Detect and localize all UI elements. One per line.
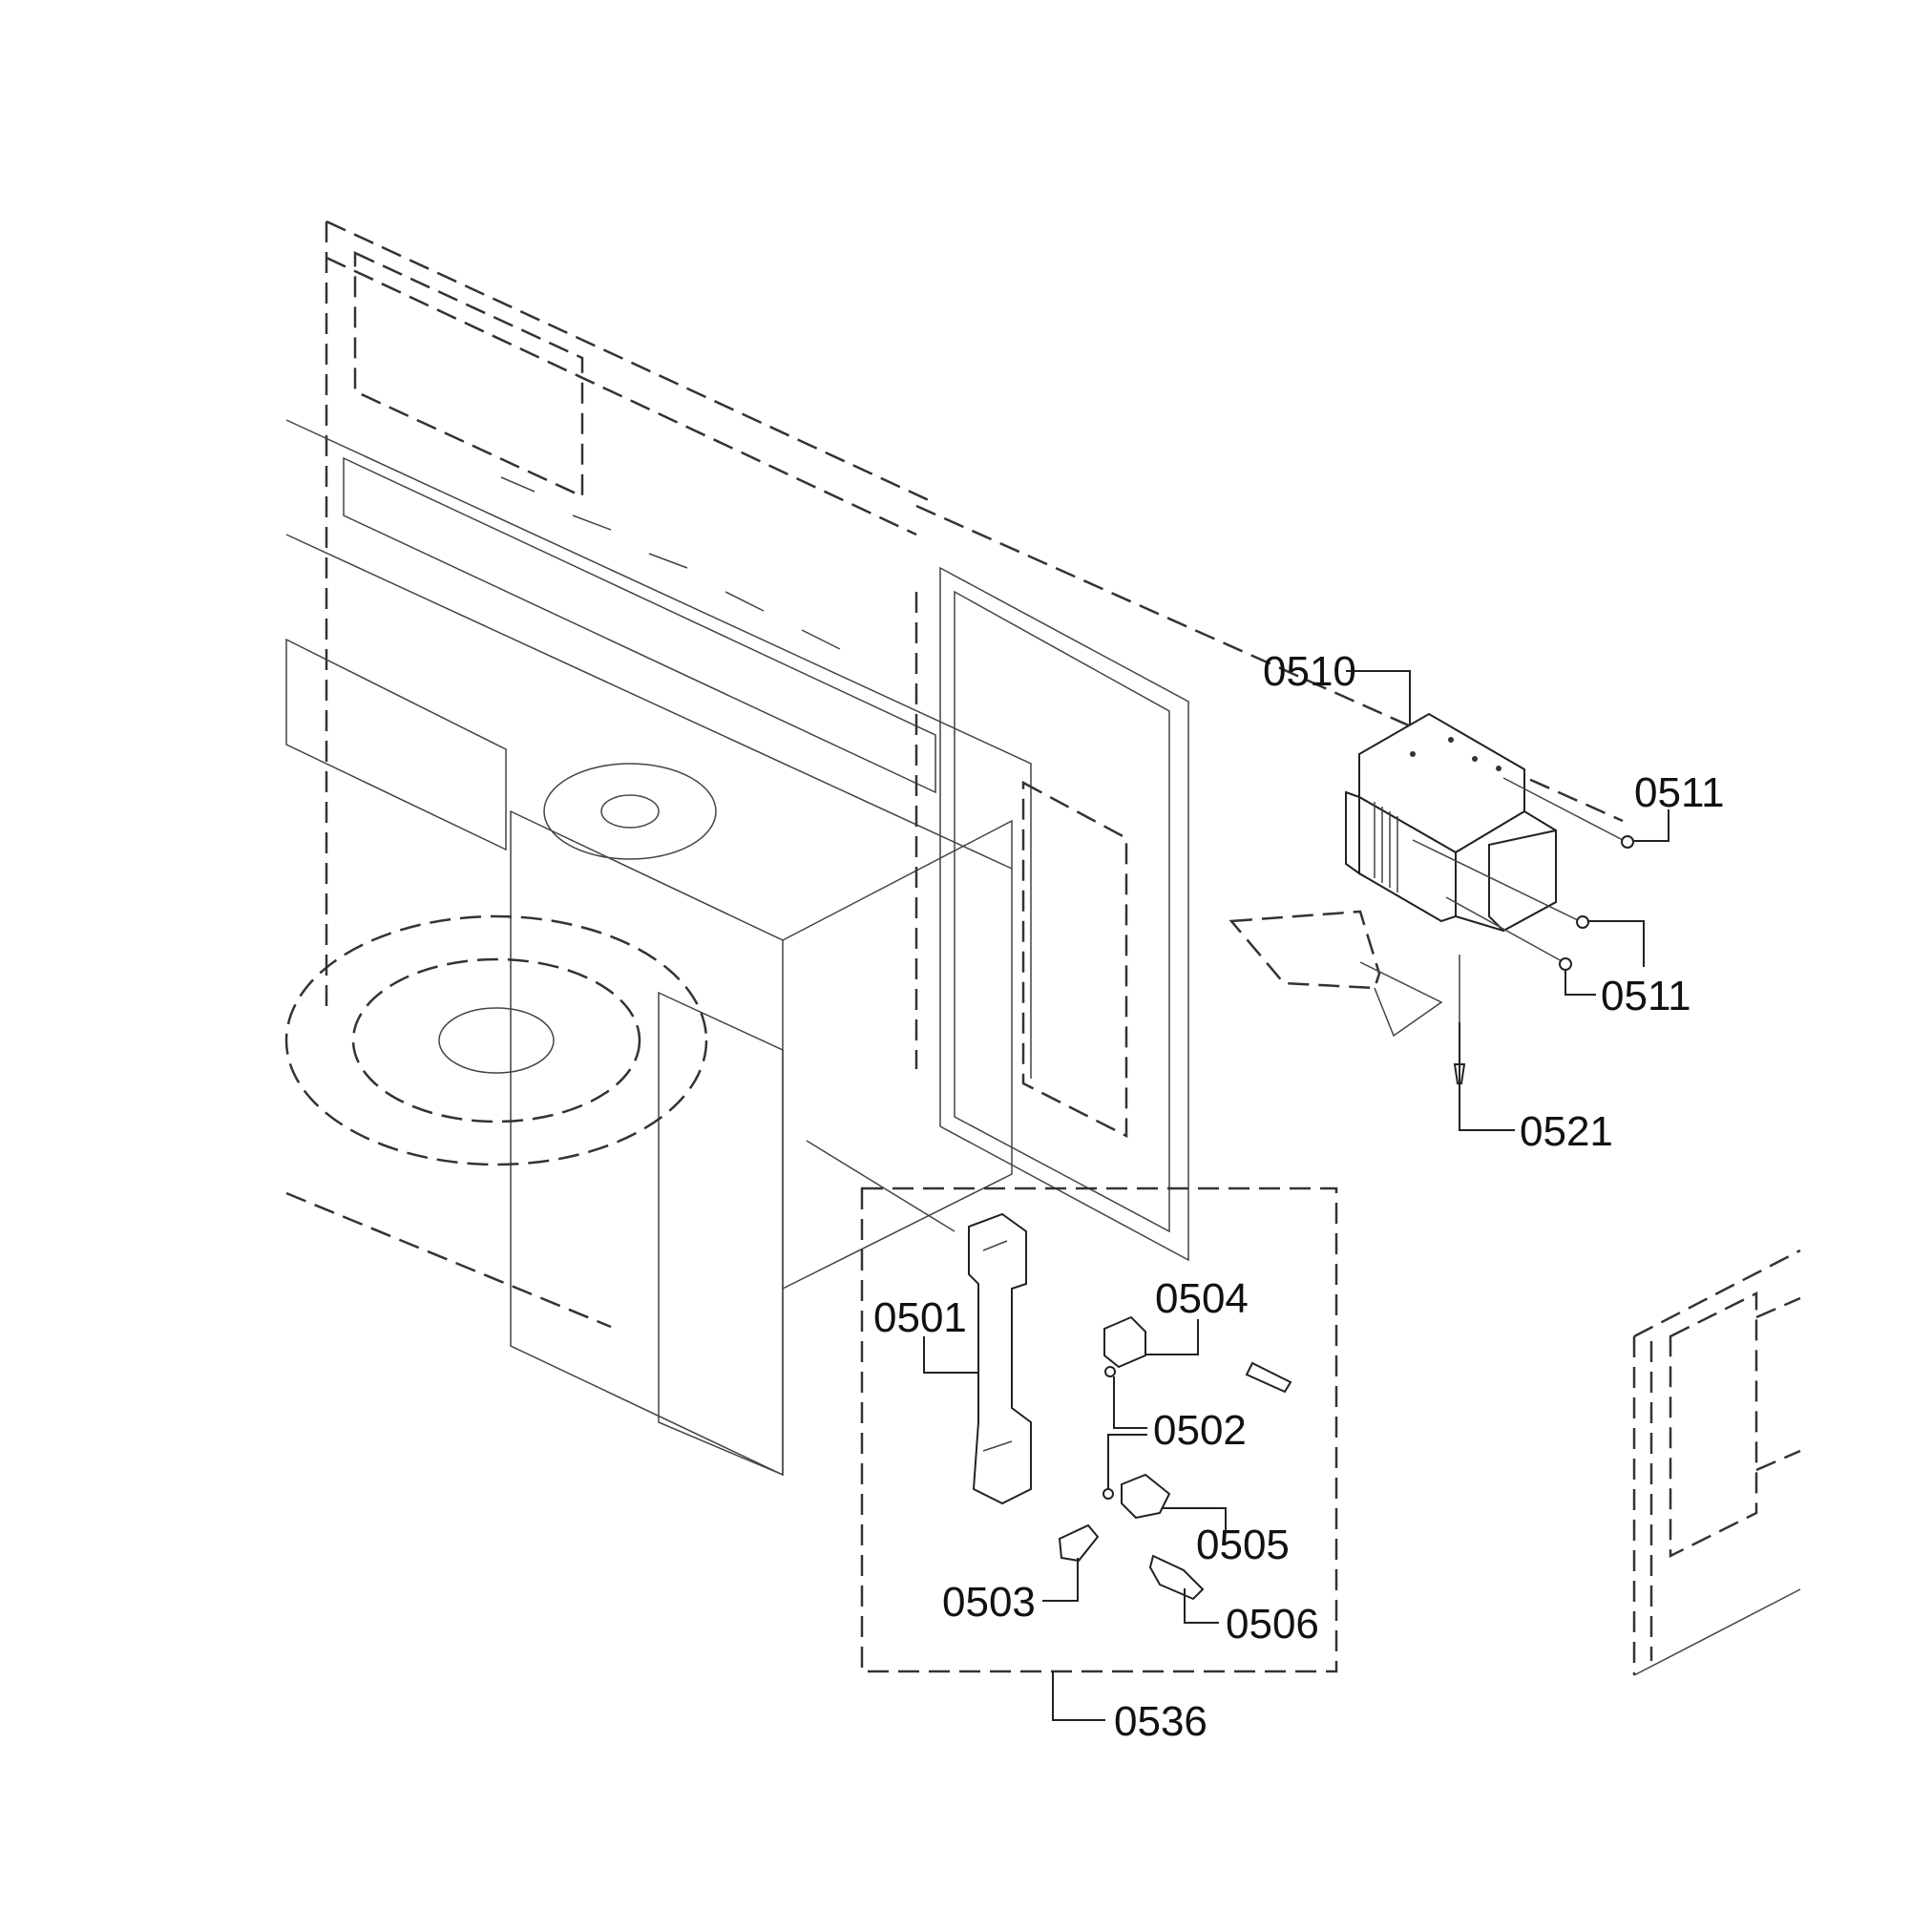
screw-0511-top <box>1621 835 1634 849</box>
magnetron <box>1345 712 1557 933</box>
callout-0511-bottom: 0511 <box>1601 973 1691 1019</box>
switch-0505 <box>1121 1473 1171 1520</box>
callout-0506: 0506 <box>1226 1601 1319 1648</box>
callout-0505: 0505 <box>1196 1522 1290 1568</box>
lever-0503 <box>1058 1523 1100 1563</box>
callout-0504: 0504 <box>1155 1275 1249 1322</box>
screw-0511-bottom <box>1559 957 1572 971</box>
callout-0521: 0521 <box>1520 1108 1613 1155</box>
interlock-holder-0501 <box>968 1212 1032 1505</box>
leader-lines <box>923 670 1670 1721</box>
door-panel <box>1632 1249 1801 1676</box>
screws <box>1412 777 1634 1084</box>
callout-0502: 0502 <box>1153 1407 1247 1454</box>
callout-0510: 0510 <box>1263 648 1356 695</box>
switch-0504 <box>1103 1315 1146 1369</box>
part-0506 <box>1148 1554 1205 1601</box>
callout-0536: 0536 <box>1114 1698 1208 1745</box>
magnetron-bracket <box>1228 910 1443 1038</box>
screw-0511-mid <box>1576 915 1589 929</box>
screw-0502-a <box>1104 1366 1116 1377</box>
fuse <box>1245 1361 1292 1394</box>
interlock-parts <box>968 1212 1292 1601</box>
interlock-assembly-box <box>860 1186 1338 1673</box>
callout-0511-top: 0511 <box>1634 769 1725 816</box>
callout-labels: 0510 0511 0511 0521 0501 0504 0502 0505 … <box>873 648 1725 1745</box>
callout-0501: 0501 <box>873 1294 967 1341</box>
callout-0503: 0503 <box>942 1579 1036 1626</box>
screw-0502-b <box>1102 1488 1114 1500</box>
